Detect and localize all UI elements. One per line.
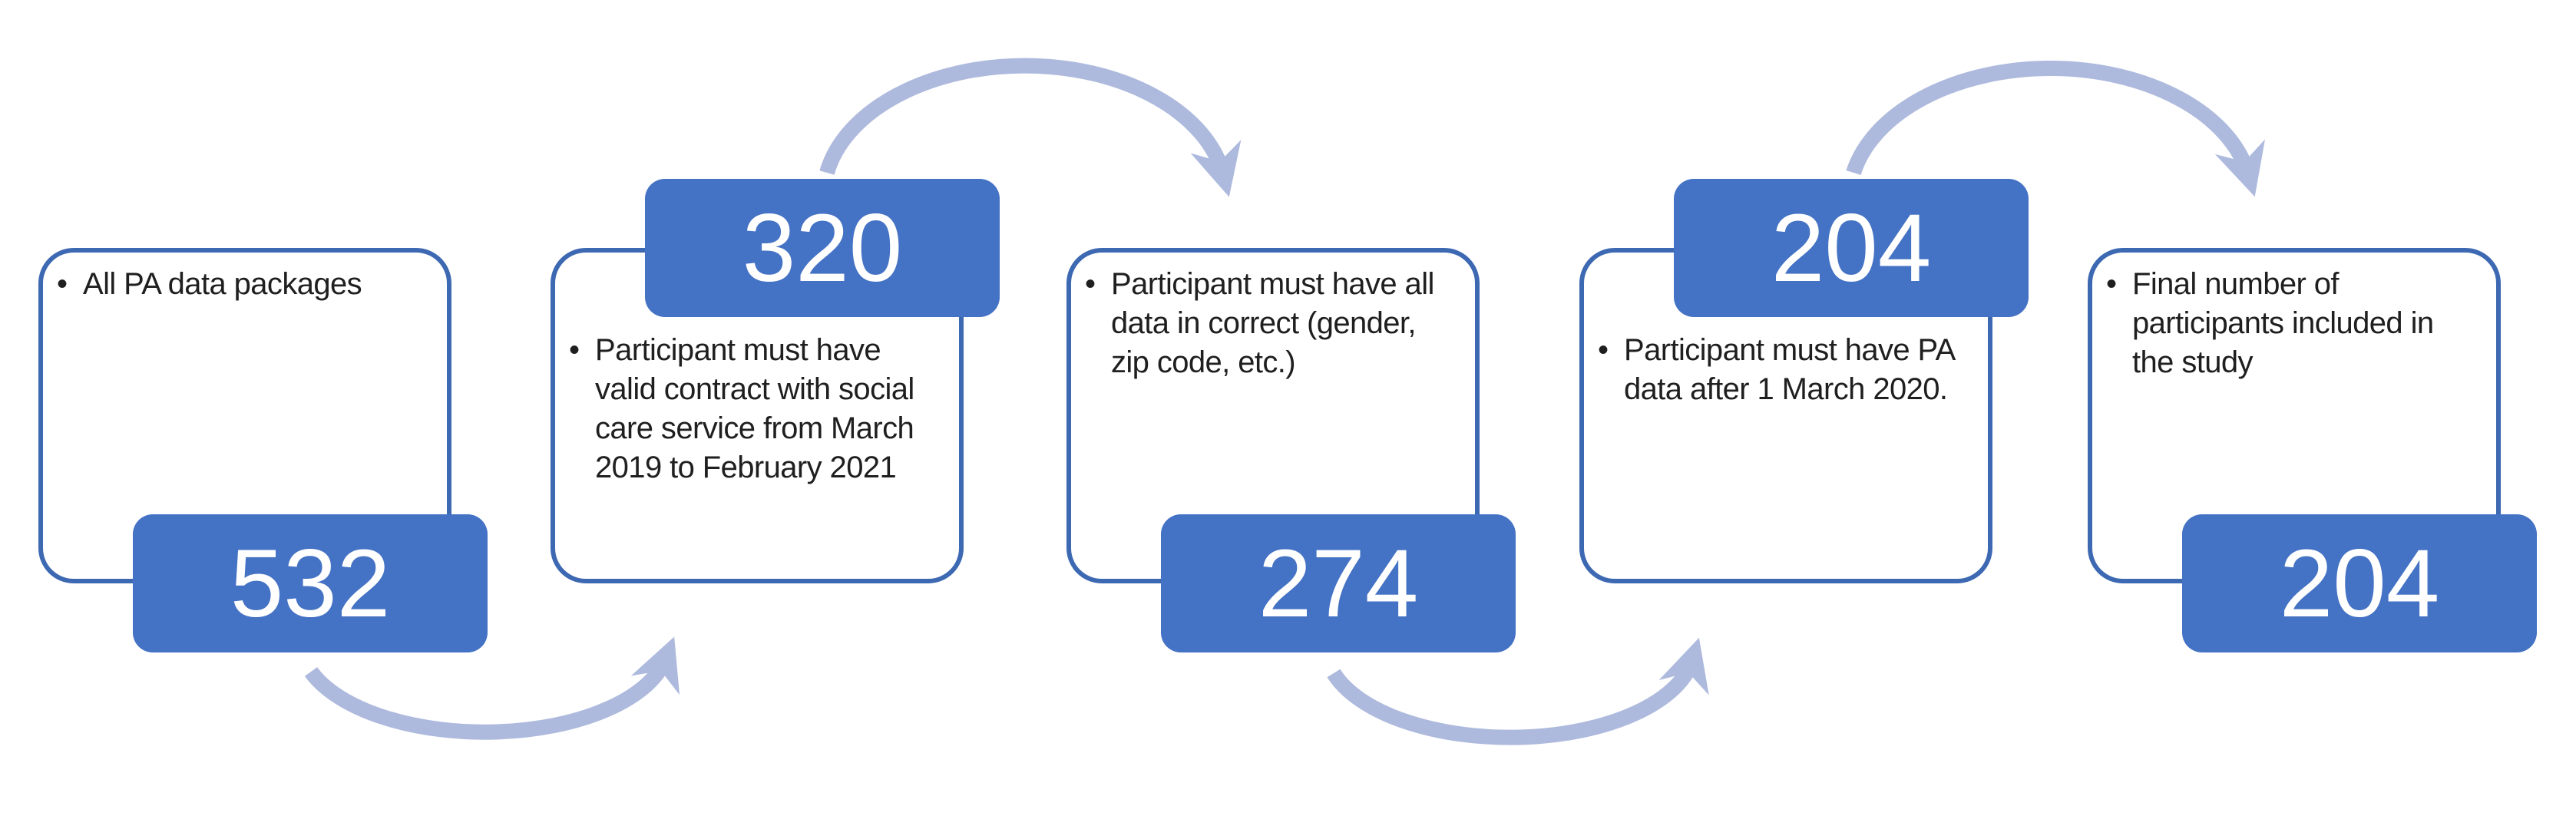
step-group-2: • Participant must have valid contract w… [551,179,1000,583]
arc-arrow-top-1-icon [819,58,1242,197]
step-description: Final number of participants included in… [2132,267,2434,379]
step-number-box: 274 [1161,514,1516,652]
step-number-box: 204 [1674,179,2029,317]
step-description: Participant must have valid contract wit… [595,333,914,484]
step-group-4: • Participant must have PA data after 1 … [1579,179,2029,583]
step-description-row: • Participant must have PA data after 1 … [1596,331,1989,409]
step-description: Participant must have PA data after 1 Ma… [1624,333,1956,406]
step-number-box: 320 [645,179,1000,317]
arc-arrow-bottom-2-icon [1327,637,1709,745]
bullet-icon: • [2106,267,2118,301]
bullet-icon: • [1085,267,1096,301]
step-number: 204 [2279,530,2440,637]
step-number-box: 204 [2182,514,2537,652]
step-group-3: • Participant must have all data in corr… [1066,248,1516,652]
bullet-icon: • [57,267,68,301]
step-description-row: • Participant must have valid contract w… [567,331,961,487]
step-number: 274 [1258,530,1419,637]
arc-arrow-top-2-icon [1846,61,2265,197]
step-group-5: • Final number of participants included … [2088,248,2537,652]
bullet-icon: • [1598,333,1609,367]
bullet-icon: • [569,333,580,367]
step-group-1: • All PA data packages 532 [38,248,488,652]
step-description: All PA data packages [83,267,362,301]
step-number: 320 [742,194,903,302]
step-description: Participant must have all data in correc… [1111,267,1434,379]
step-number: 204 [1771,194,1932,302]
arc-arrow-bottom-1-icon [304,636,680,740]
step-number: 532 [230,530,391,637]
step-description-row: • Participant must have all data in corr… [1083,265,1476,382]
step-description-row: • Final number of participants included … [2105,265,2498,382]
step-description-row: • All PA data packages [55,265,448,304]
step-number-box: 532 [133,514,488,652]
